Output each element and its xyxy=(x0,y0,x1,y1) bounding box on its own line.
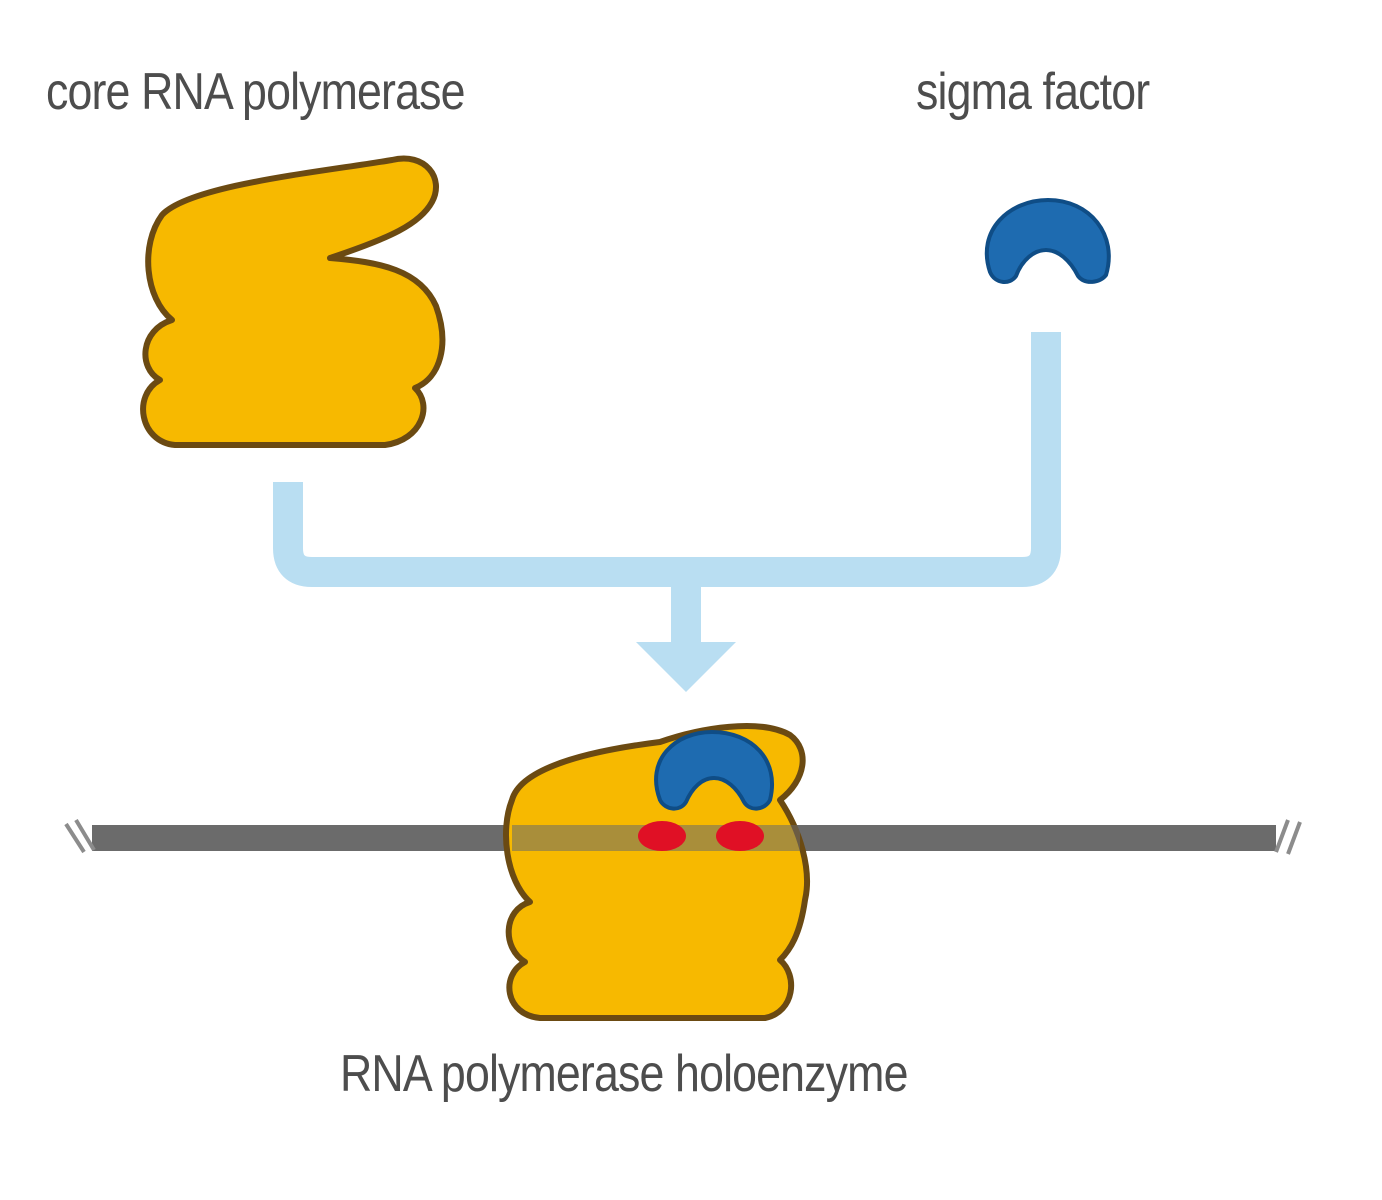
arrow-head xyxy=(636,642,736,692)
promoter-element-right xyxy=(716,821,764,851)
holoenzyme-polymerase-shape xyxy=(503,723,810,1021)
core-polymerase-shape xyxy=(140,155,446,448)
sigma-factor-label: sigma factor xyxy=(916,63,1150,121)
holoenzyme-label: RNA polymerase holoenzyme xyxy=(340,1045,908,1103)
sigma-factor-shape xyxy=(984,198,1111,284)
merge-arrow-line xyxy=(273,332,1061,587)
core-rna-polymerase-label: core RNA polymerase xyxy=(46,63,465,121)
holoenzyme-sigma-shape xyxy=(654,730,774,811)
dna-left-end-mark xyxy=(64,818,96,854)
dna-right-end-mark xyxy=(1274,819,1302,855)
promoter-element-left xyxy=(638,821,686,851)
